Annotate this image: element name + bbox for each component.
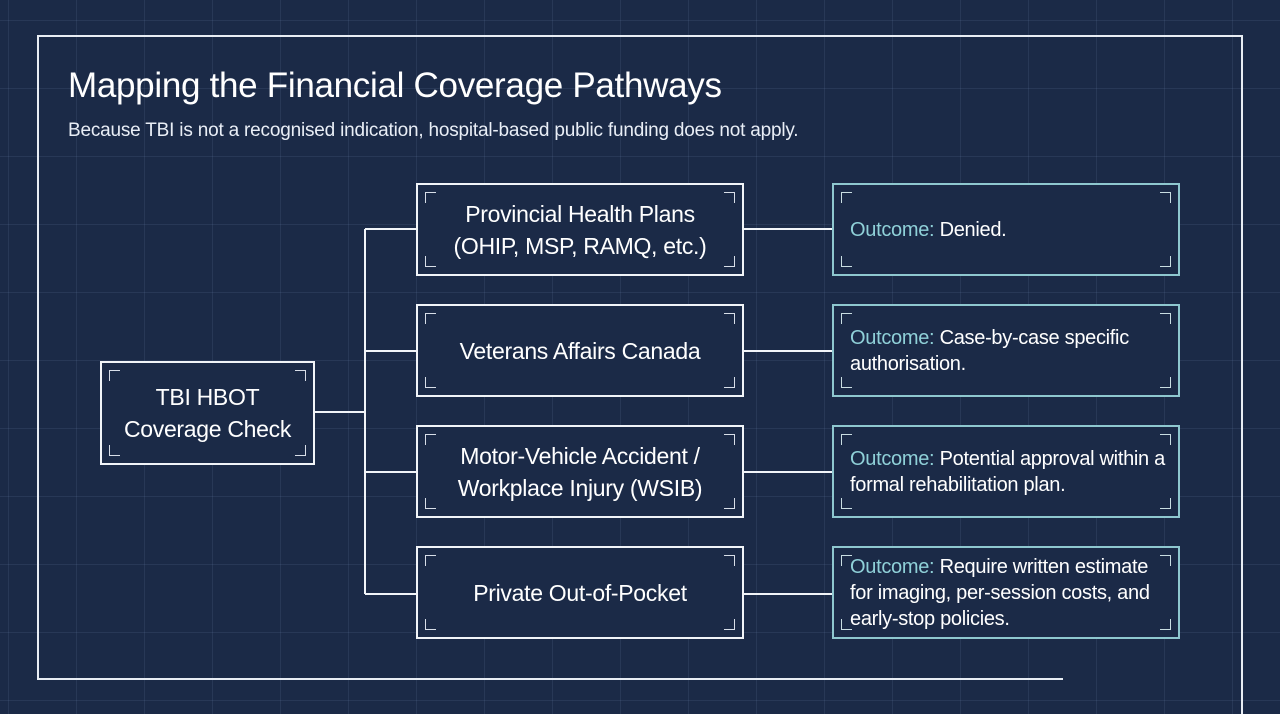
outcome-text-wrap: Outcome: Potential approval within a for… [850, 446, 1168, 498]
pathway-label: Veterans Affairs Canada [459, 337, 701, 364]
outcome-text: Require written estimate for imaging, pe… [850, 555, 1150, 630]
frame-border-left [37, 35, 39, 680]
pathway-label: Private Out-of-Pocket [473, 579, 687, 606]
page-title: Mapping the Financial Coverage Pathways [68, 66, 722, 105]
pathway-box-provincial: Provincial Health Plans (OHIP, MSP, RAMQ… [416, 183, 744, 276]
outcome-text: Potential approval within a formal rehab… [850, 447, 1165, 496]
outcome-label: Outcome: [850, 555, 935, 578]
pathway-label: Motor-Vehicle Accident / Workplace Injur… [457, 442, 703, 501]
pathway-box-mva-wsib: Motor-Vehicle Accident / Workplace Injur… [416, 425, 744, 518]
frame-border-bottom [37, 678, 1063, 680]
pathway-box-veterans: Veterans Affairs Canada [416, 304, 744, 397]
outcome-text: Case-by-case specific authorisation. [850, 326, 1129, 375]
outcome-box-veterans: Outcome: Case-by-case specific authorisa… [832, 304, 1180, 397]
frame-border-right [1241, 35, 1243, 714]
page-subtitle: Because TBI is not a recognised indicati… [68, 120, 799, 141]
outcome-label: Outcome: [850, 218, 935, 241]
pathway-box-private: Private Out-of-Pocket [416, 546, 744, 639]
outcome-text-wrap: Outcome: Denied. [850, 217, 1007, 243]
outcome-label: Outcome: [850, 326, 935, 349]
outcome-box-private: Outcome: Require written estimate for im… [832, 546, 1180, 639]
outcome-box-provincial: Outcome: Denied. [832, 183, 1180, 276]
outcome-text-wrap: Outcome: Case-by-case specific authorisa… [850, 325, 1168, 377]
pathway-label: Provincial Health Plans (OHIP, MSP, RAMQ… [453, 200, 707, 259]
root-node-label: TBI HBOT Coverage Check [123, 384, 292, 442]
root-node-box: TBI HBOT Coverage Check [100, 361, 315, 465]
outcome-text-wrap: Outcome: Require written estimate for im… [850, 554, 1168, 632]
frame-border-top [37, 35, 1243, 37]
outcome-label: Outcome: [850, 447, 935, 470]
outcome-box-mva-wsib: Outcome: Potential approval within a for… [832, 425, 1180, 518]
outcome-text: Denied. [939, 218, 1007, 241]
